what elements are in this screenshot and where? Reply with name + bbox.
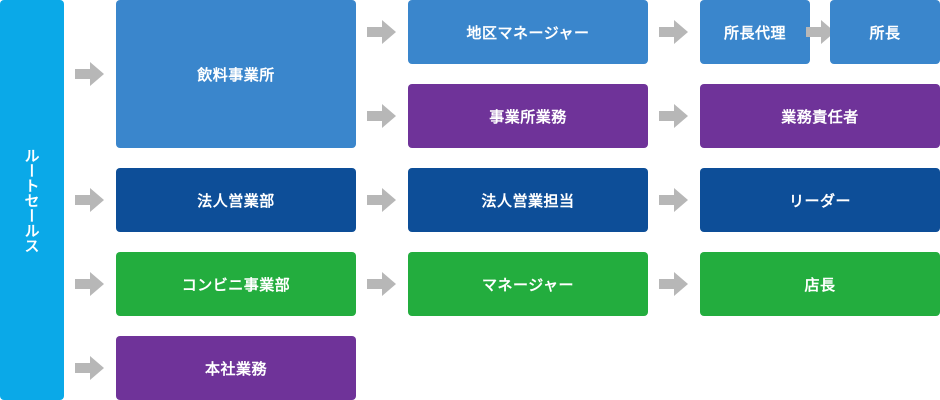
role-office-operations-label: 事業所業務	[489, 107, 567, 126]
role-office-operations: 事業所業務	[408, 84, 648, 148]
arrow-icon	[806, 20, 836, 44]
arrow-icon	[659, 20, 689, 44]
division-headquarters: 本社業務	[116, 336, 356, 400]
role-leader-label: リーダー	[788, 191, 851, 210]
division-headquarters-label: 本社業務	[204, 359, 267, 378]
arrow-icon	[659, 188, 689, 212]
role-store-manager-label: 店長	[804, 275, 836, 294]
arrow-icon	[367, 104, 397, 128]
role-leader: リーダー	[700, 168, 940, 232]
role-area-manager-label: 地区マネージャー	[466, 23, 590, 42]
role-cvs-manager: マネージャー	[408, 252, 648, 316]
role-operations-lead: 業務責任者	[700, 84, 940, 148]
role-operations-lead-label: 業務責任者	[781, 107, 859, 126]
role-corporate-sales-rep-label: 法人営業担当	[481, 191, 575, 210]
arrow-icon	[75, 62, 105, 86]
arrow-icon	[75, 188, 105, 212]
arrow-icon	[367, 20, 397, 44]
role-cvs-manager-label: マネージャー	[482, 275, 574, 294]
arrow-icon	[367, 188, 397, 212]
role-deputy-office-head-label: 所長代理	[723, 23, 786, 42]
role-deputy-office-head: 所長代理	[700, 0, 810, 64]
arrow-icon	[367, 272, 397, 296]
division-corporate-sales: 法人営業部	[116, 168, 356, 232]
role-corporate-sales-rep: 法人営業担当	[408, 168, 648, 232]
division-beverage: 飲料事業所	[116, 0, 356, 148]
arrow-icon	[75, 272, 105, 296]
root-route-sales: ルートセールス	[0, 0, 64, 400]
role-store-manager: 店長	[700, 252, 940, 316]
root-label: ルートセールス	[22, 147, 41, 253]
division-convenience-label: コンビニ事業部	[181, 275, 291, 294]
division-convenience-store: コンビニ事業部	[116, 252, 356, 316]
arrow-icon	[659, 272, 689, 296]
role-area-manager: 地区マネージャー	[408, 0, 648, 64]
role-office-head-label: 所長	[869, 23, 901, 42]
arrow-icon	[659, 104, 689, 128]
division-beverage-label: 飲料事業所	[197, 65, 275, 84]
role-office-head: 所長	[830, 0, 940, 64]
division-corporate-label: 法人営業部	[197, 191, 275, 210]
arrow-icon	[75, 356, 105, 380]
